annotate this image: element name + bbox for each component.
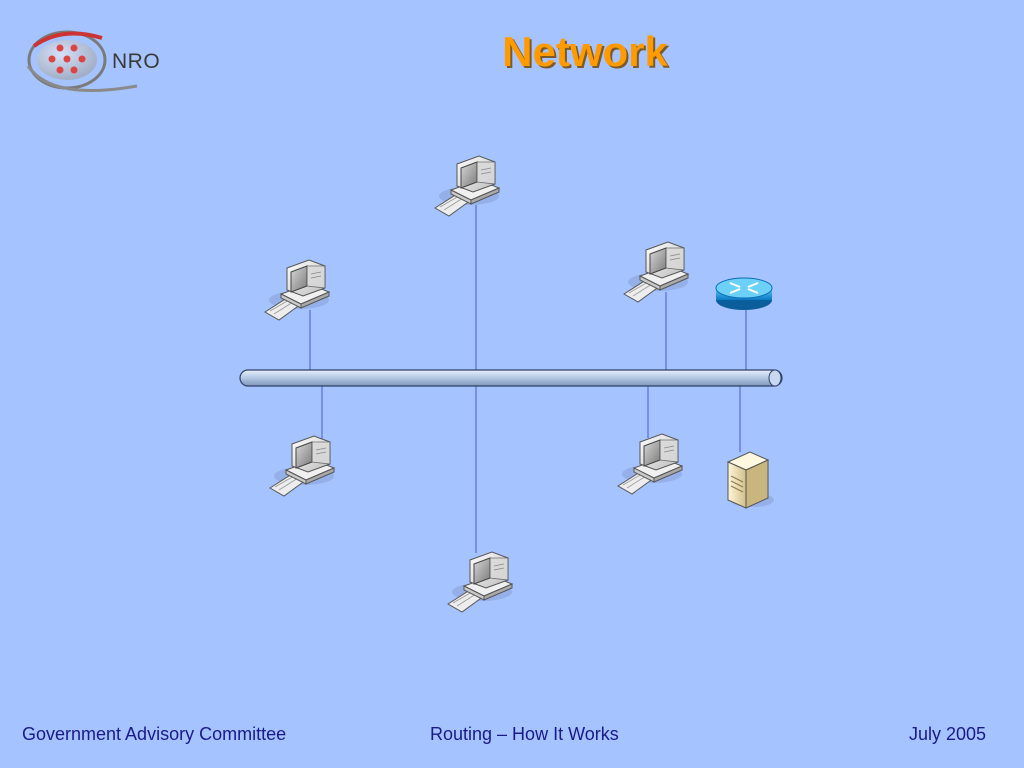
links	[309, 205, 747, 553]
nro-logo	[26, 30, 138, 92]
workstation-upper-left-icon	[264, 259, 330, 321]
server-icon	[726, 451, 774, 509]
footer-left: Government Advisory Committee	[22, 724, 287, 744]
logo-text: NRO	[112, 50, 161, 73]
workstation-top-icon	[434, 155, 500, 217]
workstation-lower-left-icon	[269, 435, 335, 497]
router-icon	[715, 277, 773, 310]
footer-center: Routing – How It Works	[430, 724, 619, 744]
footer-right: July 2005	[908, 724, 986, 744]
workstation-lower-right-icon	[617, 433, 683, 495]
page-title: Network	[502, 28, 668, 75]
ethernet-bus	[239, 369, 783, 387]
workstation-upper-right-icon	[623, 241, 689, 303]
workstation-bottom-icon	[447, 551, 513, 613]
